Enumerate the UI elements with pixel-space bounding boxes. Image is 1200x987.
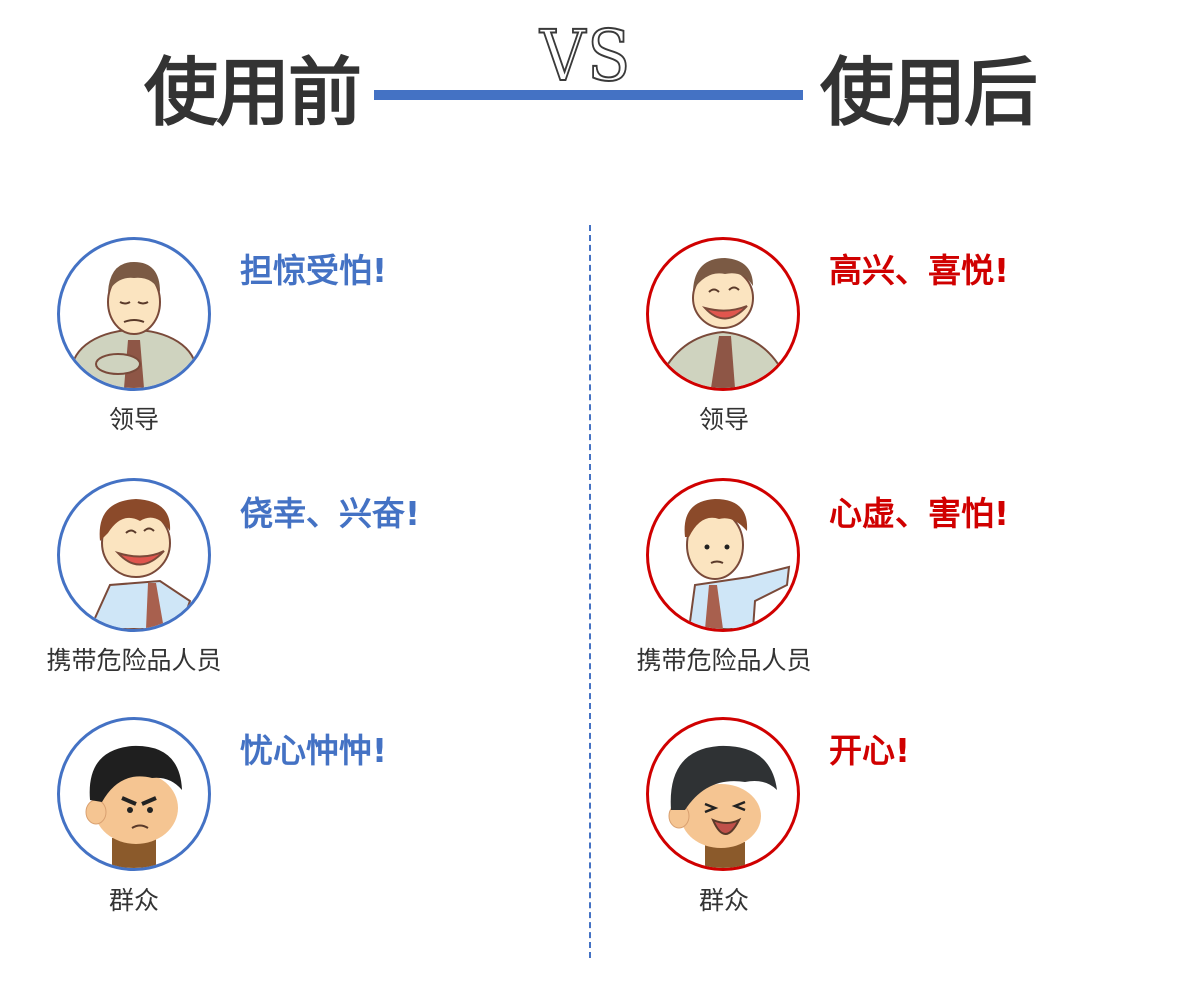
role-label: 携带危险品人员 <box>636 646 812 675</box>
role-label: 群众 <box>108 886 159 915</box>
worried-boss-avatar-icon <box>57 237 211 391</box>
mood-text: 高兴、喜悦! <box>829 251 1010 290</box>
laughing-man-avatar-icon <box>57 478 211 632</box>
laughing-boy-avatar-icon <box>646 717 800 871</box>
role-label: 群众 <box>698 886 749 915</box>
mood-text: 侥幸、兴奋! <box>240 494 421 533</box>
role-label: 领导 <box>698 405 749 434</box>
after-title: 使用后 <box>820 50 1038 136</box>
role-label: 携带危险品人员 <box>46 646 222 675</box>
mood-text: 心虚、害怕! <box>829 494 1010 533</box>
mood-text: 忧心忡忡! <box>240 731 388 770</box>
smiling-boss-avatar-icon <box>646 237 800 391</box>
nervous-man-avatar-icon <box>646 478 800 632</box>
before-title: 使用前 <box>144 50 362 136</box>
mood-text: 开心! <box>829 731 911 770</box>
frowning-man-avatar-icon <box>57 717 211 871</box>
column-divider <box>589 225 591 958</box>
vs-divider-line <box>374 90 803 100</box>
mood-text: 担惊受怕! <box>240 251 388 290</box>
role-label: 领导 <box>108 405 159 434</box>
vs-label: VS <box>539 15 633 97</box>
